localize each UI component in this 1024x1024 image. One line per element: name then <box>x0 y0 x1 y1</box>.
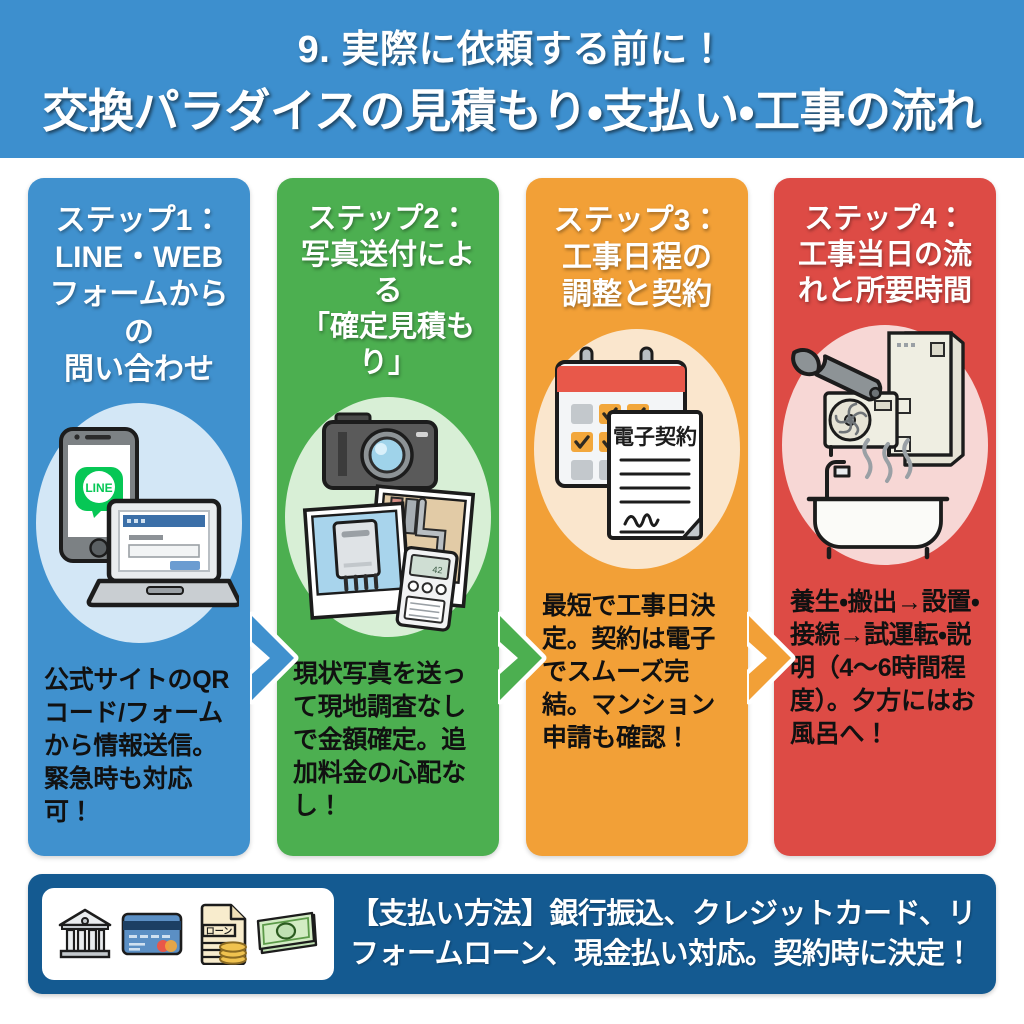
svg-text:42: 42 <box>432 564 443 575</box>
cash-banknote-icon <box>257 911 318 955</box>
step-2-description: 現状写真を送って現地調査なしで金額確定。追加料金の心配なし！ <box>293 659 466 820</box>
step-3-description: 最短で工事日決定。契約は電子でスムーズ完結。マンション申請も確認！ <box>542 591 715 752</box>
header-title-line1: 9. 実際に依頼する前に！ <box>297 28 727 71</box>
step-2-title: ステップ2： 写真送付による 「確定見積もり」 <box>300 203 475 379</box>
header-title-line2: 交換パラダイスの見積もり・支払い・工事の流れ <box>42 84 982 137</box>
svg-text:LINE: LINE <box>85 481 112 495</box>
step-1-title: ステップ1： LINE・WEB フォームからの 問い合わせ <box>49 204 229 386</box>
calendar-contract-icon: 電子契約 <box>555 346 703 541</box>
payment-icons-panel: ローン <box>42 888 334 980</box>
step-2-illustration: 42 <box>277 388 499 646</box>
step-card-1: ステップ1： LINE・WEB フォームからの 問い合わせ LINE <box>28 178 250 856</box>
smartphone-laptop-icon: LINE <box>59 427 239 608</box>
step-1-illustration: LINE <box>28 394 250 652</box>
bank-icon <box>58 908 112 959</box>
credit-card-icon <box>121 912 183 956</box>
step-3-title: ステップ3： 工事日程の 調整と契約 <box>553 204 721 312</box>
wrench-heatpump-bathtub-icon <box>791 331 965 560</box>
payment-methods-text: 【支払い方法】銀行振込、クレジットカード、リフォームローン、現金払い対応。契約時… <box>350 897 976 970</box>
step-card-2: ステップ2： 写真送付による 「確定見積もり」 <box>277 178 499 856</box>
step-card-3: ステップ3： 工事日程の 調整と契約 <box>526 178 748 856</box>
step-4-illustration <box>774 316 996 574</box>
arrow-step3-to-step4 <box>747 611 796 705</box>
steps-row: ステップ1： LINE・WEB フォームからの 問い合わせ LINE <box>28 178 996 856</box>
step-3-illustration: 電子契約 <box>526 320 748 578</box>
contract-label: 電子契約 <box>613 425 697 449</box>
step-card-4: ステップ4： 工事当日の流 れと所要時間 <box>774 178 996 856</box>
step-4-description: 養生・搬出→設置・接続→試運転・説明（4〜6時間程度）。夕方にはお風呂へ！ <box>790 587 980 748</box>
payment-methods-footer: ローン 【支払い方法】銀行振込、クレジットカード、リフォームローン、現金払い対応… <box>28 874 996 994</box>
camera-photos-icon: 42 <box>302 412 476 632</box>
step-4-title: ステップ4： 工事当日の流 れと所要時間 <box>797 203 972 307</box>
loan-document-icon: ローン <box>200 903 247 965</box>
step-1-description: 公式サイトのQRコード/フォームから情報送信。緊急時も対応可！ <box>44 665 230 826</box>
arrow-step2-to-step3 <box>498 611 547 705</box>
header-banner: 9. 実際に依頼する前に！ 交換パラダイスの見積もり・支払い・工事の流れ <box>0 0 1024 158</box>
loan-label: ローン <box>205 926 232 936</box>
arrow-step1-to-step2 <box>250 611 299 705</box>
